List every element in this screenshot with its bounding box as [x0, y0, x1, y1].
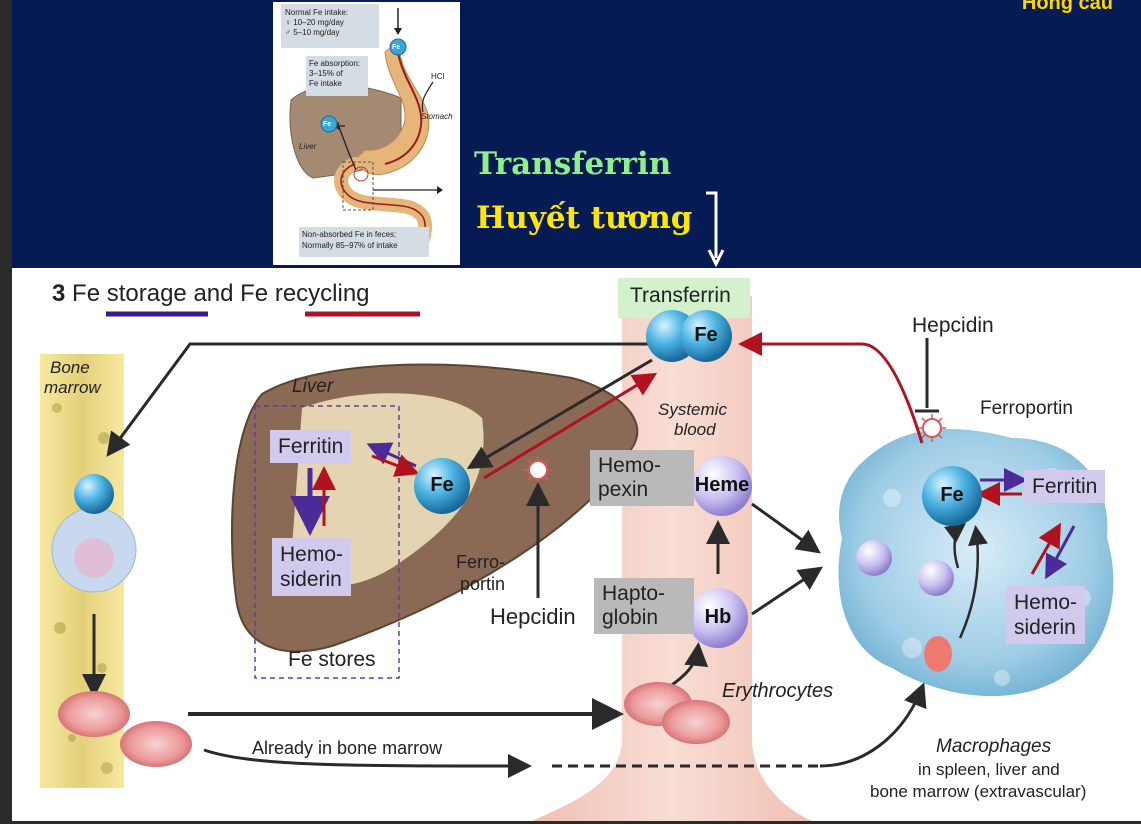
plasma-pointer-arrow	[706, 191, 725, 268]
hemopexin-box: Hemo- pexin	[590, 450, 694, 506]
inset-absorption-1: Fe absorption:	[309, 59, 361, 68]
arrow-transferrin-to-bone-marrow	[106, 342, 650, 457]
inset-absorption-3: Fe intake	[309, 79, 342, 88]
arrow-heme-to-macrophage	[751, 502, 821, 554]
arrow-already-in-bone-marrow	[203, 748, 532, 778]
ferroportin-right-label: Ferroportin	[980, 398, 1073, 419]
liver-fe-label: Fe	[430, 474, 454, 496]
inset-stomach-label: Stomach	[421, 112, 453, 121]
hepcidin-right-label: Hepcidin	[912, 314, 994, 337]
bone-marrow-fe-molecule	[74, 474, 114, 514]
macrophage-ferritin-box: Ferritin	[1024, 470, 1106, 503]
bone-marrow-rbc-1	[58, 691, 130, 737]
haptoglobin-1: Hapto-	[602, 582, 666, 605]
liver-ferritin-box: Ferritin	[270, 430, 352, 463]
arrow-ferritin-to-fe	[371, 454, 420, 477]
inset-fe-molecule-top	[389, 38, 407, 56]
bone-marrow-rbc-2	[120, 721, 192, 767]
ferroportin-liver-shape	[524, 456, 552, 484]
transferrin-label: Transferrin	[630, 284, 731, 307]
systemic-blood-label-1: Systemic	[658, 400, 727, 419]
heme-label: Heme	[694, 474, 750, 496]
inset-fe-molecule-liver	[320, 115, 338, 133]
inset-fe-label-top: Fe	[392, 44, 401, 51]
haptoglobin-2: globin	[602, 606, 659, 629]
macrophage-hemosiderin-box: Hemo- siderin	[1006, 586, 1086, 644]
vessel-rbc-2	[662, 700, 730, 744]
erythrocytes-label: Erythrocytes	[722, 680, 834, 702]
ferroportin-liver-label-2: portin	[460, 574, 506, 594]
haptoglobin-box: Hapto- globin	[594, 578, 694, 634]
left-border	[0, 0, 12, 824]
arrow-hb-to-macrophage	[751, 566, 823, 616]
liver-hemosiderin-2: siderin	[280, 568, 342, 591]
macrophages-label: Macrophages	[936, 736, 1052, 757]
transferrin-fe-label: Fe	[694, 324, 718, 346]
bone-marrow-label-2: marrow	[44, 378, 101, 397]
heme-molecule	[692, 456, 752, 516]
systemic-blood-vessel	[532, 296, 812, 821]
liver-hemosiderin-1: Hemo-	[280, 543, 344, 566]
fe-storage-recycling-diagram: 3 Fe storage and Fe recycling Bone marro…	[12, 268, 1141, 821]
arrow-to-macrophage-bottom	[819, 682, 927, 768]
inset-feces-1: Non-absorbed Fe in feces:	[302, 230, 397, 239]
arrow-macrophage-to-transferrin	[738, 332, 924, 444]
inset-hcl-label: HCl	[431, 72, 445, 81]
systemic-blood-label-2: blood	[674, 420, 716, 439]
inset-liver-label: Liver	[299, 142, 317, 151]
heading-storage: Fe storage	[72, 280, 187, 307]
inset-intake-male: ♂ 5–10 mg/day	[285, 28, 340, 37]
slide-title: Hồng cầu	[1021, 0, 1113, 14]
hb-molecule	[688, 588, 748, 648]
transferrin-heading: Transferrin	[474, 146, 672, 182]
macrophage-vesicle-2	[918, 560, 954, 596]
slide-background	[12, 0, 1141, 270]
macrophage-fe-molecule	[922, 466, 982, 526]
inset-intake-title: Normal Fe intake:	[285, 8, 349, 17]
hb-label: Hb	[704, 606, 732, 628]
hemopexin-1: Hemo-	[598, 454, 662, 477]
inset-absorption-box	[306, 56, 368, 96]
arrow-transferrin-to-liver	[466, 358, 653, 470]
heading-recycling: recycling	[274, 280, 370, 307]
transferrin-highlight	[618, 278, 750, 318]
macrophage-vesicle-1	[856, 540, 892, 576]
macrophages-sub-1: in spleen, liver and	[918, 760, 1060, 779]
inset-feces-2: Normally 85–97% of intake	[302, 241, 398, 250]
ferroportin-right-shape	[918, 414, 946, 442]
macrophage-fe-label: Fe	[940, 484, 964, 506]
macrophage-vesicle-rbc	[924, 636, 952, 672]
ferroportin-liver-label-1: Ferro-	[456, 552, 505, 572]
macrophage-hemosiderin-2: siderin	[1014, 616, 1076, 639]
inset-intake-box	[281, 4, 379, 48]
inset-intake-female: ♀ 10–20 mg/day	[285, 18, 344, 27]
transferrin-fe-molecule	[680, 310, 732, 362]
fe-stores-label: Fe stores	[288, 648, 376, 671]
liver-label: Liver	[292, 376, 334, 397]
hepcidin-liver-label: Hepcidin	[490, 604, 576, 629]
hemopexin-2: pexin	[598, 478, 649, 501]
macrophages-sub-2: bone marrow (extravascular)	[870, 782, 1087, 801]
heading: 3 Fe storage and Fe recycling	[52, 280, 370, 308]
iron-absorption-inset: Normal Fe intake: ♀ 10–20 mg/day ♂ 5–10 …	[273, 2, 460, 265]
inset-stomach-shape	[352, 41, 430, 176]
bone-marrow-label-1: Bone	[50, 358, 90, 377]
heading-and: and Fe	[193, 280, 269, 307]
inset-fe-label-liver: Fe	[323, 121, 332, 128]
plasma-heading: Huyết tương	[476, 200, 693, 236]
liver-hemosiderin-box: Hemo- siderin	[272, 538, 352, 596]
heading-number: 3	[52, 280, 66, 307]
already-in-bone-marrow-label: Already in bone marrow	[252, 738, 443, 758]
fe-stores-box	[254, 405, 400, 679]
macrophage-hemosiderin-1: Hemo-	[1014, 591, 1078, 614]
inset-absorption-2: 3–15% of	[309, 69, 343, 78]
liver-fe-molecule	[414, 458, 470, 514]
arrow-liver-to-transferrin	[483, 372, 658, 480]
inset-feces-box	[299, 227, 429, 257]
